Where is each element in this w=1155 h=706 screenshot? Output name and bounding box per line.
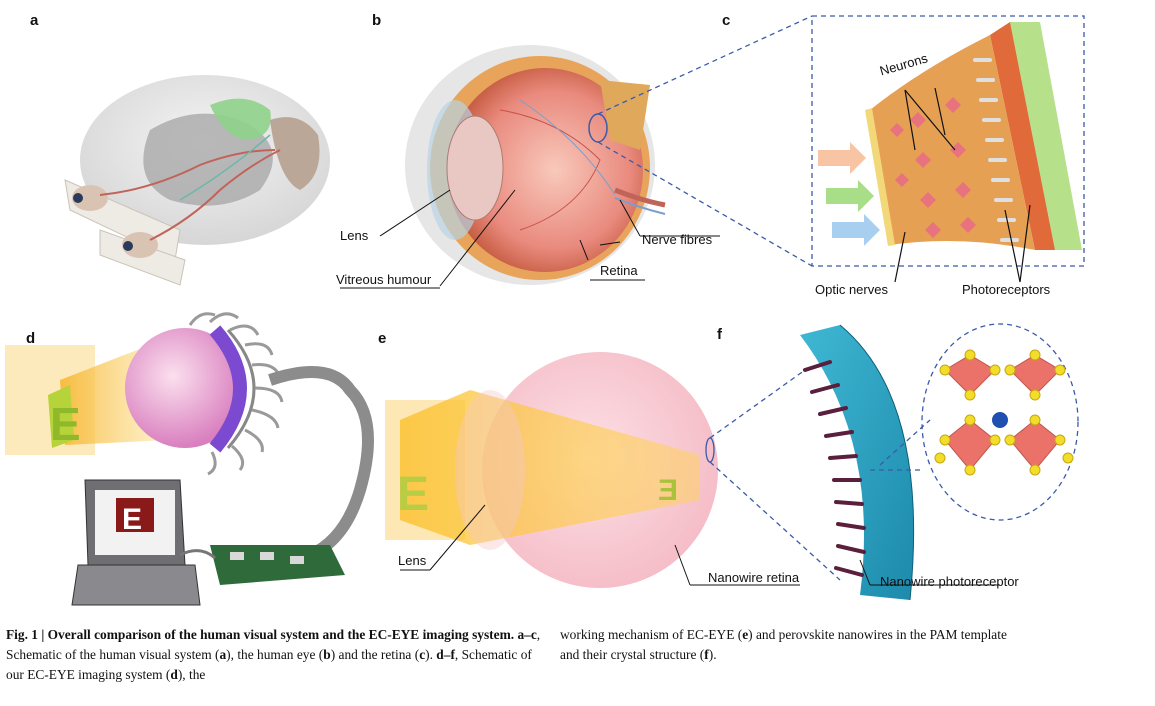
panel-letter-e: e bbox=[378, 330, 387, 347]
caption-text: ), the human eye bbox=[226, 647, 316, 662]
letter-e-mirrored: E bbox=[658, 474, 678, 507]
caption-text: ) and the retina ( bbox=[330, 647, 420, 662]
caption-text: ) and perovskite nanowires in the PAM bbox=[748, 627, 958, 642]
caption-text: ( bbox=[318, 647, 324, 662]
caption-ref-c: c bbox=[419, 647, 426, 662]
caption-text: working mechanism of EC-EYE ( bbox=[560, 627, 743, 642]
panel-letter-a: a bbox=[30, 12, 39, 29]
caption-text: ), the bbox=[177, 667, 206, 682]
panel-letter-c: c bbox=[722, 12, 731, 29]
caption-a-c: a–c bbox=[517, 627, 537, 642]
panel-letter-d: d bbox=[26, 330, 36, 347]
panel-letter-b: b bbox=[372, 12, 382, 29]
label-nanowire-retina: Nanowire retina bbox=[708, 570, 800, 585]
caption-text: ). bbox=[708, 647, 717, 662]
caption-ref-e: e bbox=[742, 627, 749, 642]
label-optic-nerves: Optic nerves bbox=[815, 282, 888, 297]
label-photoreceptors: Photoreceptors bbox=[962, 282, 1051, 297]
label-lens-e: Lens bbox=[398, 553, 427, 568]
label-nanowire-photoreceptor: Nanowire photoreceptor bbox=[880, 574, 1019, 589]
letter-e-e: E bbox=[397, 468, 429, 521]
figure-label: Fig. 1 | Overall comparison of the human… bbox=[6, 627, 515, 642]
caption-text: Schematic of the human visual system ( bbox=[6, 647, 220, 662]
figure-caption-right: working mechanism of EC-EYE (e) and pero… bbox=[560, 625, 1020, 665]
letter-e-d: E bbox=[50, 398, 81, 450]
caption-ref-b: b bbox=[323, 647, 331, 662]
caption-ref-a: a bbox=[219, 647, 227, 662]
caption-ref-f: f bbox=[704, 647, 709, 662]
figure-caption-left: Fig. 1 | Overall comparison of the human… bbox=[6, 627, 541, 682]
caption-text: ). bbox=[425, 647, 437, 662]
caption-text: , Schematic of our EC-EYE imaging system… bbox=[6, 647, 532, 682]
caption-ref-d: d bbox=[170, 667, 178, 682]
label-retina: Retina bbox=[600, 263, 638, 278]
caption-text: template and their crystal structure ( bbox=[560, 627, 1007, 662]
caption-d-f: d–f bbox=[436, 647, 455, 662]
letter-e-laptop: E bbox=[122, 503, 142, 536]
label-vitreous-humour: Vitreous humour bbox=[336, 272, 432, 287]
panel-letter-f: f bbox=[717, 326, 722, 343]
label-lens-b: Lens bbox=[340, 228, 369, 243]
label-nerve-fibres: Nerve fibres bbox=[642, 232, 713, 247]
